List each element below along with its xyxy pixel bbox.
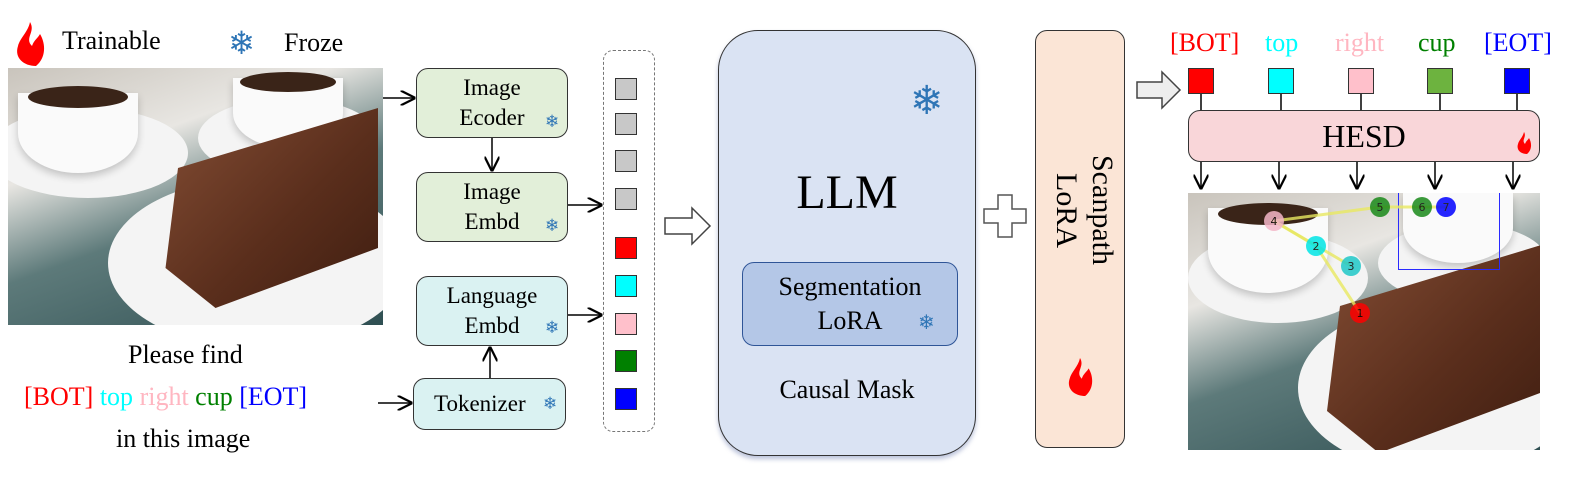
snowflake-icon: ❄ bbox=[918, 310, 935, 334]
legend-trainable: Trainable bbox=[62, 26, 161, 55]
prompt-line2: [BOT] top right cup [EOT] bbox=[24, 382, 307, 412]
output-token-eot: [EOT] bbox=[1484, 28, 1552, 57]
output-token-square bbox=[1268, 68, 1294, 94]
input-image bbox=[8, 68, 383, 325]
bbox bbox=[1398, 193, 1500, 270]
hesd-box: HESD bbox=[1188, 110, 1540, 162]
snowflake-icon: ❄ bbox=[545, 112, 560, 132]
fixation-point: 3 bbox=[1341, 256, 1361, 276]
token-square bbox=[615, 275, 637, 297]
legend-froze: Froze bbox=[284, 28, 344, 57]
token-square bbox=[615, 350, 637, 372]
segmentation-lora-box: Segmentation LoRA bbox=[742, 262, 958, 346]
hollow-arrow bbox=[664, 206, 712, 246]
fixation-point: 2 bbox=[1306, 236, 1326, 256]
fixation-point: 5 bbox=[1370, 197, 1390, 217]
prompt-token-bot: [BOT] bbox=[24, 382, 94, 411]
output-token-square bbox=[1188, 68, 1214, 94]
output-token-square bbox=[1427, 68, 1453, 94]
language-embd-box: Language Embd bbox=[416, 276, 568, 346]
prompt-line1: Please find bbox=[128, 340, 243, 369]
output-token-bot: [BOT] bbox=[1170, 28, 1240, 57]
token-square bbox=[615, 113, 637, 135]
scanpath-lora-label: Scanpath LoRA bbox=[1050, 155, 1119, 265]
snowflake-icon: ❄ bbox=[910, 78, 944, 124]
prompt-token-top: top bbox=[99, 382, 134, 411]
output-token-square bbox=[1504, 68, 1530, 94]
token-square bbox=[615, 188, 637, 210]
output-token-square bbox=[1348, 68, 1374, 94]
prompt-line3: in this image bbox=[116, 424, 251, 453]
prompt-token-eot: [EOT] bbox=[239, 382, 308, 411]
snowflake-icon: ❄ bbox=[545, 216, 560, 236]
fixation-point: 7 bbox=[1436, 197, 1456, 217]
flame-icon bbox=[1068, 358, 1093, 396]
plus-icon bbox=[983, 194, 1027, 238]
flame-icon bbox=[17, 22, 45, 66]
snowflake-icon: ❄ bbox=[228, 24, 255, 62]
prompt-token-cup: cup bbox=[195, 382, 233, 411]
snowflake-icon: ❄ bbox=[545, 318, 560, 338]
llm-box bbox=[718, 30, 976, 456]
prompt-token-right: right bbox=[139, 382, 189, 411]
token-square bbox=[615, 78, 637, 100]
output-token-right: right bbox=[1335, 28, 1385, 57]
image-embd-box: Image Embd bbox=[416, 172, 568, 242]
output-token-top: top bbox=[1265, 28, 1299, 57]
token-sequence bbox=[603, 50, 655, 432]
tokenizer-box: Tokenizer bbox=[413, 378, 566, 430]
hollow-arrow bbox=[1136, 70, 1182, 110]
token-square bbox=[615, 313, 637, 335]
fixation-point: 6 bbox=[1412, 197, 1432, 217]
image-encoder-box: Image Ecoder bbox=[416, 68, 568, 138]
fixation-point: 1 bbox=[1350, 303, 1370, 323]
token-square bbox=[615, 237, 637, 259]
llm-label: LLM bbox=[796, 166, 898, 219]
flame-icon bbox=[1517, 132, 1532, 154]
output-token-cup: cup bbox=[1418, 28, 1456, 57]
token-square bbox=[615, 388, 637, 410]
snowflake-icon: ❄ bbox=[543, 394, 558, 414]
fixation-point: 4 bbox=[1264, 211, 1284, 231]
causal-mask-label: Causal Mask bbox=[779, 375, 915, 404]
token-square bbox=[615, 150, 637, 172]
